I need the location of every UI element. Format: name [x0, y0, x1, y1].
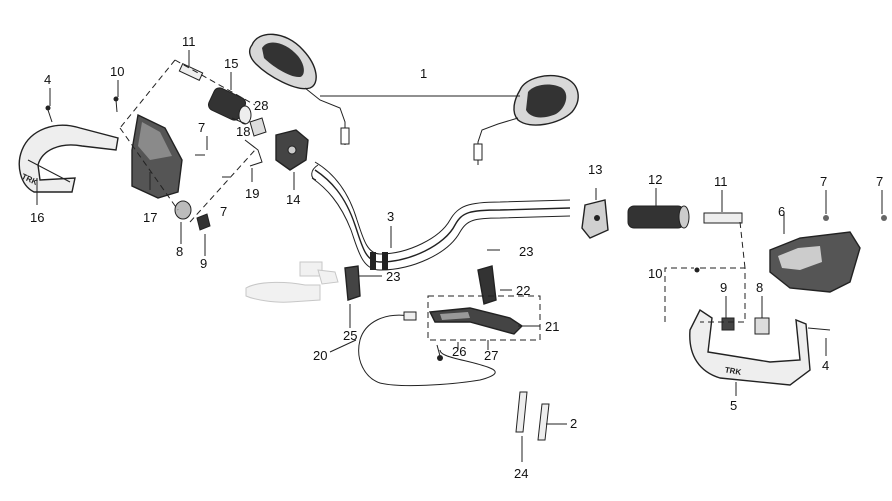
screw-10-left: [115, 99, 118, 113]
callout-7-b: 7: [220, 204, 227, 219]
callout-20: 20: [313, 348, 327, 363]
handlebar: [311, 161, 571, 271]
pin-26: [436, 344, 441, 357]
callout-19: 19: [245, 186, 259, 201]
left-handguard-plastic: [131, 113, 183, 199]
callout-2: 2: [570, 416, 577, 431]
callout-23-b: 23: [519, 244, 533, 259]
left-mirror: [248, 33, 350, 145]
callout-24: 24: [514, 466, 528, 481]
rod-2: [537, 403, 550, 441]
right-dashed-outline: [664, 221, 746, 323]
right-handguard-bracket: TRK: [689, 308, 811, 386]
callout-25: 25: [343, 328, 357, 343]
bar-marker: [382, 252, 388, 270]
left-switch: [275, 129, 309, 171]
callout-7-a: 7: [198, 120, 205, 135]
guard-logo-right: TRK: [724, 365, 742, 377]
callout-13: 13: [588, 162, 602, 177]
callout-26: 26: [452, 344, 466, 359]
callout-16: 16: [30, 210, 44, 225]
right-switch: [581, 199, 609, 239]
bracket-19: [244, 139, 263, 167]
clamp-28: [249, 117, 267, 137]
callout-23-a: 23: [386, 269, 400, 284]
lever-dashed-box: [427, 295, 541, 341]
callout-8-right: 8: [756, 280, 763, 295]
callout-12: 12: [648, 172, 662, 187]
callout-9-left: 9: [200, 256, 207, 271]
callout-10-left: 10: [110, 64, 124, 79]
callout-22: 22: [516, 283, 530, 298]
callout-4-right: 4: [822, 358, 829, 373]
callout-5: 5: [730, 398, 737, 413]
left-dashed-outline: [119, 59, 256, 223]
bolt-4-left: [47, 109, 53, 123]
bar-marker: [370, 252, 376, 270]
left-handguard-bracket: TRK: [18, 124, 119, 193]
callout-numbers: 1 2 3 4 4 5 6 7 7 7 7 8 8 9 9 10 10 11 1…: [30, 34, 883, 481]
spacer-8-right: [754, 317, 770, 335]
rod-24: [515, 391, 528, 433]
callout-18: 18: [236, 124, 250, 139]
callout-27: 27: [484, 348, 498, 363]
spacer-8-left: [174, 200, 192, 220]
callout-21: 21: [545, 319, 559, 334]
callout-6: 6: [778, 204, 785, 219]
callout-14: 14: [286, 192, 300, 207]
callout-7-c: 7: [820, 174, 827, 189]
clamp-25: [344, 265, 361, 301]
callout-7-d: 7: [876, 174, 883, 189]
callout-15: 15: [224, 56, 238, 71]
bar-end-11-right: [703, 212, 743, 224]
callout-8-left: 8: [176, 244, 183, 259]
screw-7-c: [823, 215, 829, 221]
callout-11-right: 11: [714, 174, 728, 189]
right-mirror: [473, 74, 579, 165]
bar-end-11-left: [178, 63, 204, 81]
callout-11-left: 11: [182, 34, 196, 49]
callout-4-left: 4: [44, 72, 51, 87]
leader-lines: [36, 50, 883, 462]
clutch-cable: [358, 314, 496, 387]
screw-7-d: [881, 215, 887, 221]
left-grip: [207, 87, 252, 125]
right-handguard-plastic: [769, 231, 861, 293]
clutch-lever: [428, 265, 524, 335]
nut-9-right: [721, 317, 735, 331]
callout-10-right: 10: [648, 266, 662, 281]
bolt-4-right: [807, 327, 831, 331]
callout-9-right: 9: [720, 280, 727, 295]
callout-1: 1: [420, 66, 427, 81]
callout-28: 28: [254, 98, 268, 113]
screw-10-right: [694, 267, 700, 273]
right-grip: [627, 205, 690, 229]
callout-3: 3: [387, 209, 394, 224]
nut-9-left: [196, 213, 211, 231]
master-cylinder-ghost: [245, 261, 339, 303]
callout-17: 17: [143, 210, 157, 225]
